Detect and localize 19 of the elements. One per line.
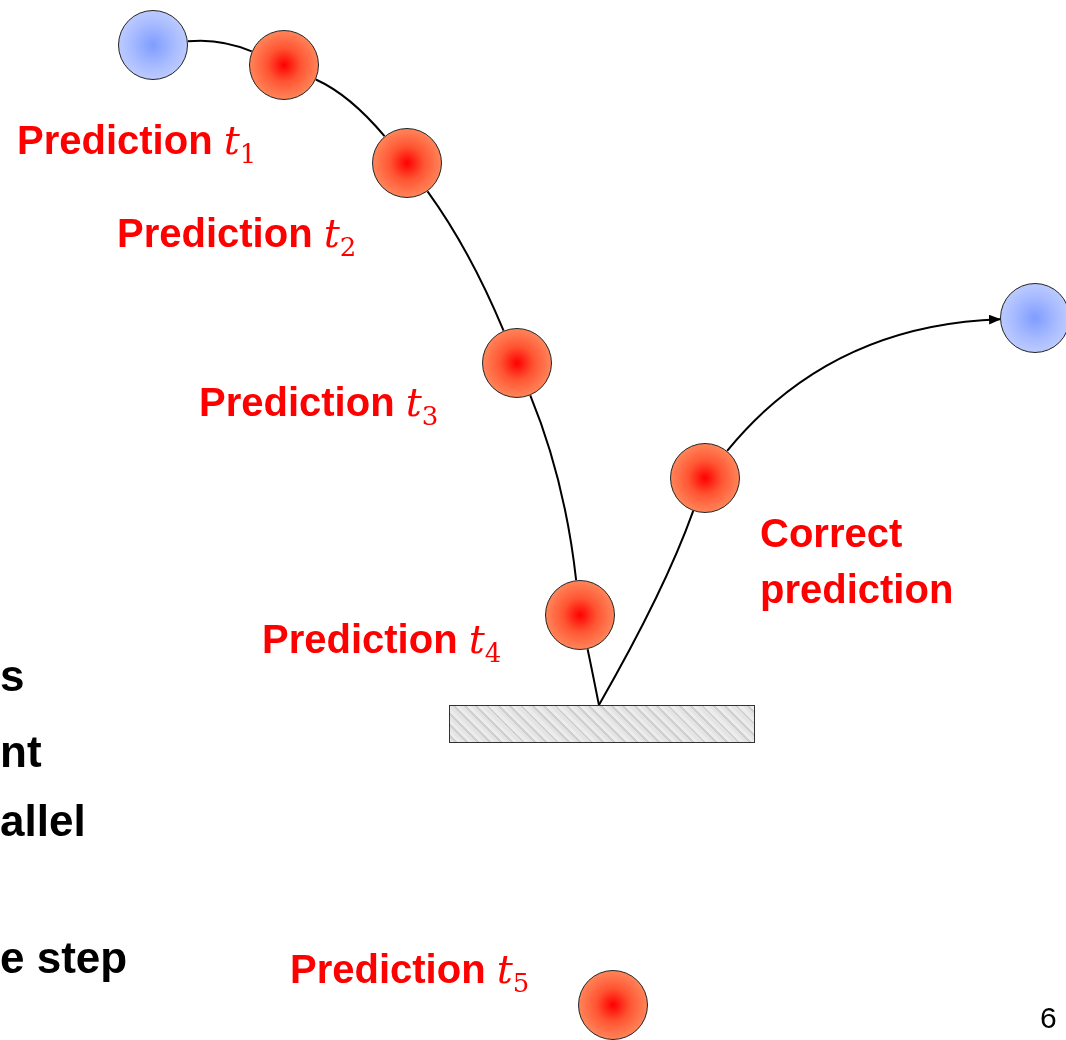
slide-text: nt (0, 726, 42, 778)
prediction-label: Prediction t$_{2}$ (117, 209, 357, 264)
trajectory-line (597, 509, 695, 706)
trajectory-line (186, 39, 253, 53)
prediction-label: Prediction t$_{3}$ (199, 378, 439, 433)
prediction-label: Prediction t$_{1}$ (17, 116, 257, 171)
prediction-label: Prediction t$_{4}$ (262, 615, 502, 670)
prediction-label: Correct prediction (760, 510, 955, 613)
ground-block (449, 705, 755, 743)
slide-text: s (0, 650, 25, 702)
trajectory-line (314, 78, 386, 138)
trajectory-line (426, 190, 505, 332)
slide-text: allel (0, 795, 86, 847)
trajectory-line (529, 394, 578, 582)
prediction-label: Prediction t$_{5}$ (290, 945, 530, 1000)
page-number: 6 (1040, 1000, 1057, 1036)
trajectory-arrow (726, 314, 1001, 452)
trajectory-line (586, 648, 600, 706)
slide-text: e step (0, 932, 128, 984)
